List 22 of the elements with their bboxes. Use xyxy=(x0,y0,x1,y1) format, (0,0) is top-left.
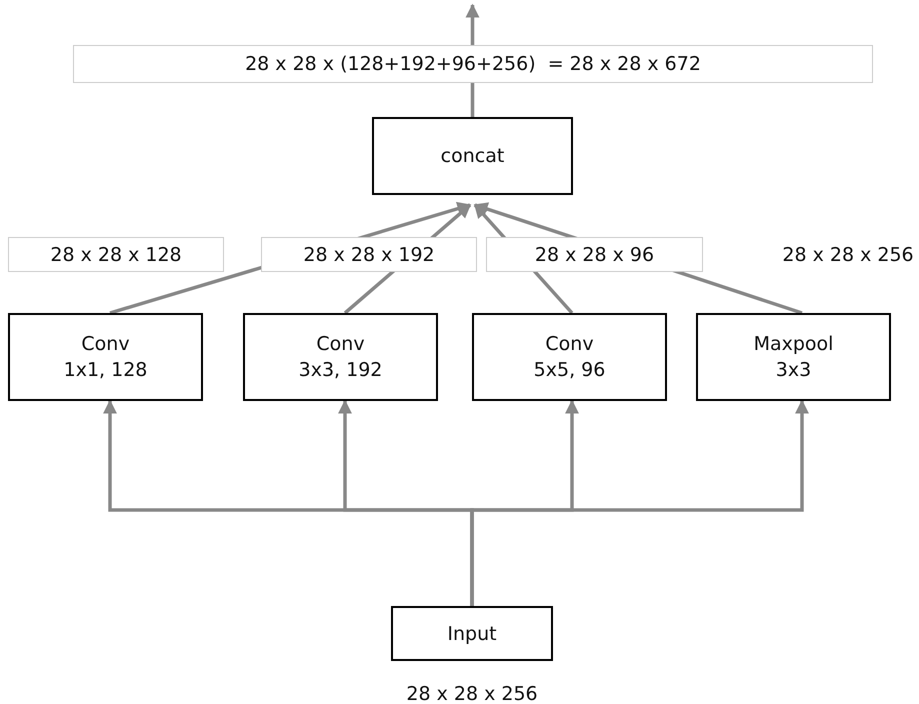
box-label: Input xyxy=(447,622,497,646)
box-label: 1x1, 128 xyxy=(64,358,148,383)
process-box xyxy=(391,606,553,661)
arrow xyxy=(470,400,809,606)
box-label: Conv xyxy=(545,332,594,357)
dimension-label: 28 x 28 x 256 xyxy=(406,683,538,704)
box-label: Maxpool xyxy=(754,332,834,357)
edge-label: 28 x 28 x 128 xyxy=(8,237,224,272)
process-box xyxy=(372,117,573,195)
box-label: 3x3 xyxy=(776,358,812,383)
process-box xyxy=(472,313,667,401)
process-box xyxy=(243,313,438,401)
box-label: concat xyxy=(440,144,504,169)
process-box xyxy=(696,313,891,401)
edge-label: 28 x 28 x 96 xyxy=(486,237,703,272)
edge-label: 28 x 28 x 192 xyxy=(261,237,477,272)
box-label: 5x5, 96 xyxy=(534,358,606,383)
process-box xyxy=(8,313,203,401)
box-label: 3x3, 192 xyxy=(298,358,382,383)
box-label: Conv xyxy=(81,332,130,357)
box-label: Conv xyxy=(316,332,365,357)
edge-label: 28 x 28 x (128+192+96+256) = 28 x 28 x 672 xyxy=(73,45,873,83)
